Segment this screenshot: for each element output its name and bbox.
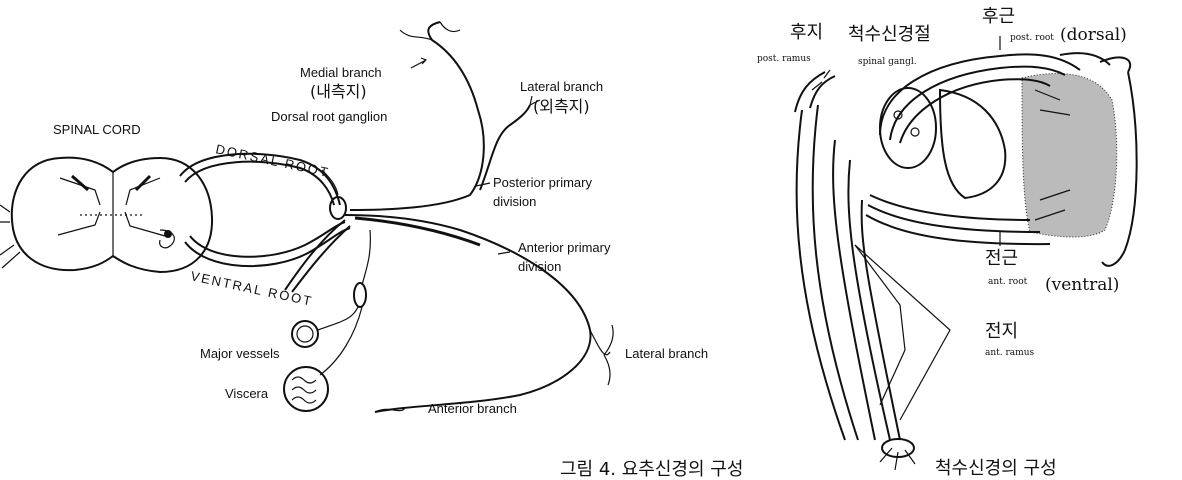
- anterior-primary-division-label-2: division: [518, 259, 561, 274]
- lateral-branch-top-label: Lateral branch: [520, 79, 603, 94]
- medial-branch-ko-label: (내측지): [310, 82, 367, 101]
- anterior-branch-label: Anterior branch: [428, 401, 517, 416]
- posterior-primary-division-label-2: division: [493, 194, 536, 209]
- ant-ramus-ko-label: 전지: [985, 321, 1018, 342]
- post-ramus-ko-label: 후지: [790, 22, 823, 43]
- ant-root-label: ant. root: [988, 277, 1028, 287]
- viscera-label: Viscera: [225, 386, 269, 401]
- dorsal-root-ganglion-label: Dorsal root ganglion: [271, 109, 387, 124]
- spinal-cord-label: SPINAL CORD: [53, 122, 141, 137]
- ventral-horn-cell: [164, 230, 172, 238]
- right-figure: [795, 36, 1137, 470]
- medial-branch-label: Medial branch: [300, 65, 382, 80]
- major-vessels-label: Major vessels: [200, 346, 280, 361]
- ant-root-ko-label: 전근: [985, 248, 1018, 269]
- grey-matter: [1022, 73, 1117, 237]
- lateral-branch-bottom-label: Lateral branch: [625, 346, 708, 361]
- major-vessels-shape: [292, 321, 318, 347]
- ventral-label: (ventral): [1045, 275, 1119, 295]
- spinal-ganglion-shape: [880, 88, 936, 168]
- right-caption: 척수신경의 구성: [935, 458, 1057, 479]
- post-ramus-label: post. ramus: [757, 54, 811, 64]
- dorsal-root-label: DORSAL ROOT: [214, 141, 331, 180]
- lateral-branch-top-ko-label: (외측지): [533, 97, 590, 116]
- ventral-root-nerve: [190, 222, 345, 257]
- spinal-ganglion-label: spinal gangl.: [858, 57, 917, 67]
- dorsal-label: (dorsal): [1060, 25, 1127, 45]
- figure-caption: 그림 4. 요추신경의 구성: [560, 459, 743, 480]
- viscera-shape: [284, 367, 328, 411]
- ant-ramus-label: ant. ramus: [985, 348, 1034, 358]
- sympathetic-ganglion: [354, 283, 366, 307]
- post-root-label: post. root: [1010, 33, 1054, 43]
- anterior-primary-division-label-1: Anterior primary: [518, 240, 611, 255]
- spinal-ganglion-ko-label: 척수신경절: [848, 24, 931, 45]
- posterior-primary-division-label-1: Posterior primary: [493, 175, 592, 190]
- post-root-ko-label: 후근: [982, 6, 1015, 27]
